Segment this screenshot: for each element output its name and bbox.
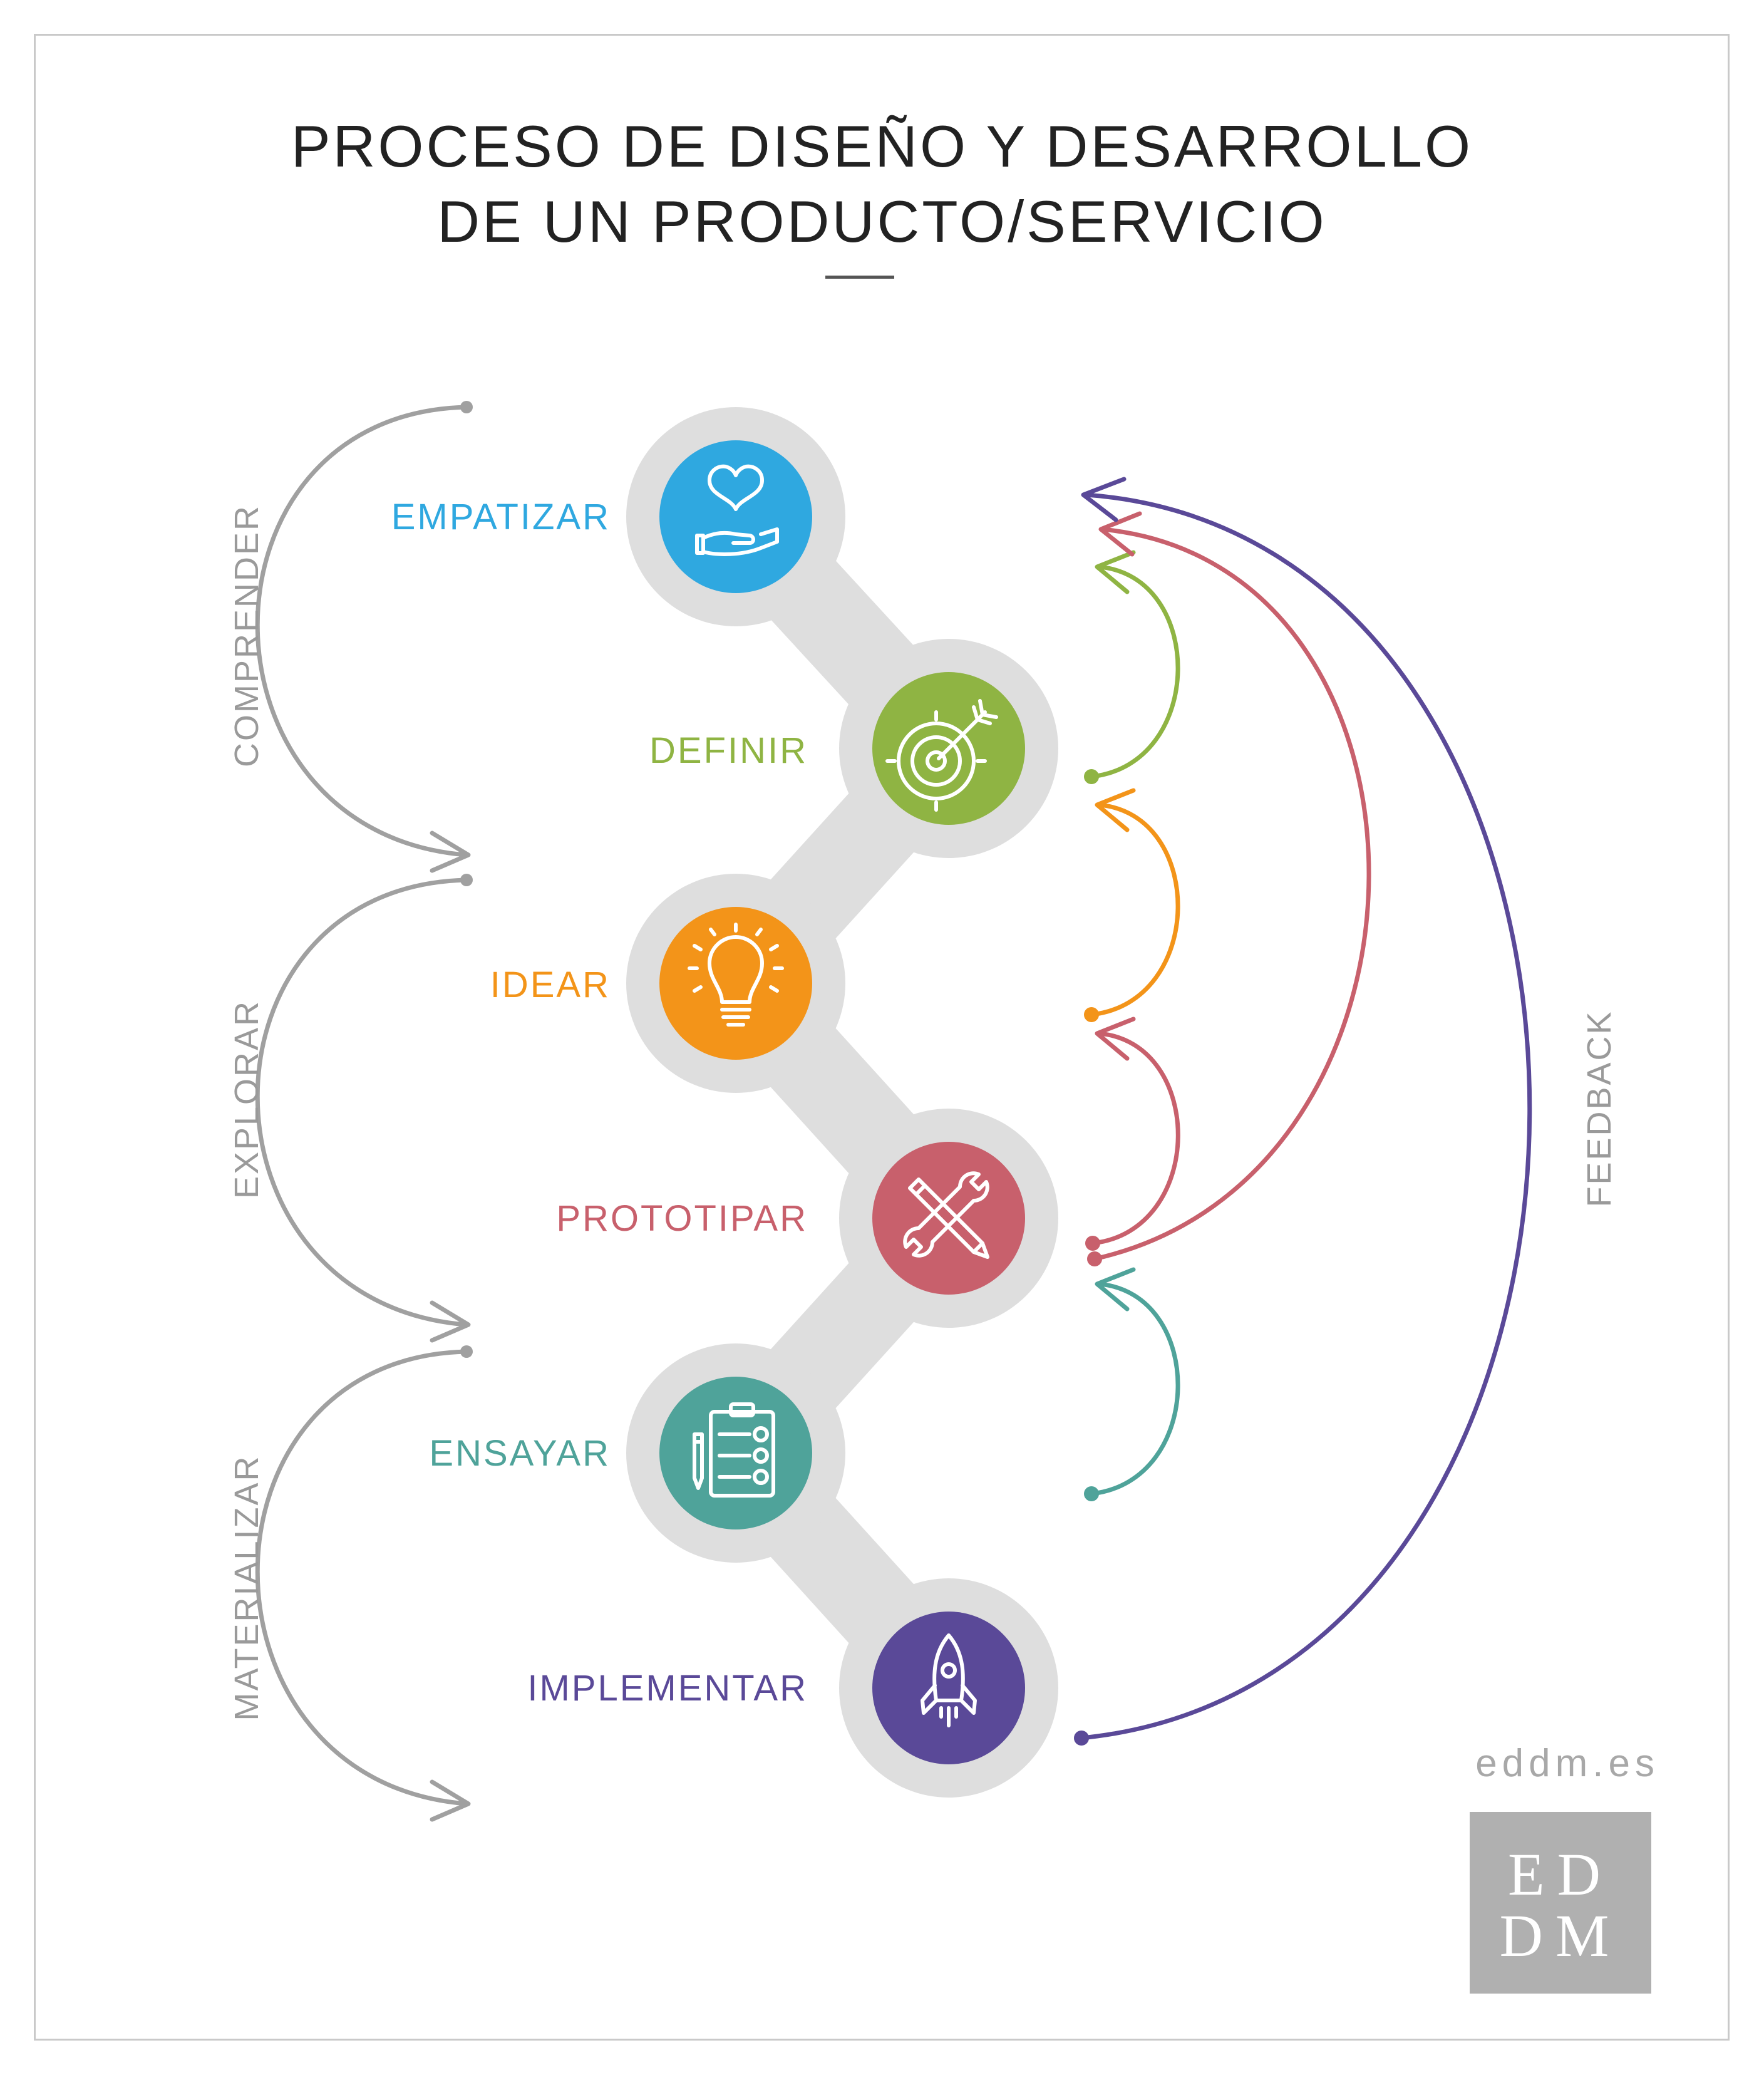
eddm-logo: ED DM [1470, 1812, 1651, 1994]
clipboard-checklist-icon [693, 1402, 775, 1498]
process-track [626, 407, 1058, 1798]
title-divider [825, 276, 894, 279]
step-circle-prototipar [872, 1142, 1025, 1295]
phase-arrow-comprender [255, 401, 473, 873]
feedback-label: FEEDBACK [1581, 1010, 1618, 1207]
feedback-arrows [1074, 477, 1532, 1746]
step-empatizar: EMPATIZAR [391, 440, 812, 593]
step-label-empatizar: EMPATIZAR [391, 497, 611, 537]
rocket-icon [921, 1633, 977, 1727]
phase-arrow-materializar [255, 1345, 473, 1822]
step-circle-ensayar [659, 1377, 812, 1529]
logo-row-1: ED [1508, 1841, 1613, 1908]
heart-hand-icon [695, 464, 779, 556]
feedback-arrow-ensayar [1084, 1267, 1180, 1501]
target-arrow-icon [885, 699, 998, 812]
phase-label-materializar: MATERIALIZAR [228, 1454, 266, 1721]
step-circle-idear [659, 907, 812, 1060]
pencil-wrench-icon [903, 1171, 989, 1259]
feedback-arrow-prototipar-short [1085, 1017, 1180, 1251]
phase-arrows [255, 401, 473, 1822]
step-label-ensayar: ENSAYAR [429, 1433, 611, 1474]
logo-row-2: DM [1499, 1902, 1622, 1969]
step-prototipar: PROTOTIPAR [556, 1142, 1025, 1295]
phase-label-explorar: EXPLORAR [228, 1000, 266, 1199]
site-url[interactable]: eddm.es [1475, 1742, 1659, 1785]
title-line-1: PROCESO DE DISEÑO Y DESARROLLO [291, 113, 1473, 179]
title-line-2: DE UN PRODUCTO/SERVICIO [437, 189, 1327, 254]
step-ensayar: ENSAYAR [429, 1377, 812, 1529]
page-frame [34, 34, 1730, 2041]
feedback-arrow-definir [1084, 550, 1180, 784]
step-label-implementar: IMPLEMENTAR [527, 1668, 808, 1709]
feedback-arrow-implementar [1074, 477, 1532, 1746]
lightbulb-icon [688, 923, 784, 1027]
step-label-idear: IDEAR [490, 965, 611, 1005]
step-circle-empatizar [659, 440, 812, 593]
feedback-arrow-idear [1084, 788, 1180, 1022]
step-idear: IDEAR [490, 907, 812, 1060]
step-label-definir: DEFINIR [649, 730, 808, 771]
step-implementar: IMPLEMENTAR [527, 1612, 1025, 1764]
phase-label-comprender: COMPRENDER [228, 504, 266, 767]
step-definir: DEFINIR [649, 672, 1025, 825]
step-circle-implementar [872, 1612, 1025, 1764]
step-label-prototipar: PROTOTIPAR [556, 1198, 808, 1239]
phase-arrow-explorar [255, 874, 473, 1343]
feedback-arrow-prototipar-long [1087, 511, 1371, 1266]
